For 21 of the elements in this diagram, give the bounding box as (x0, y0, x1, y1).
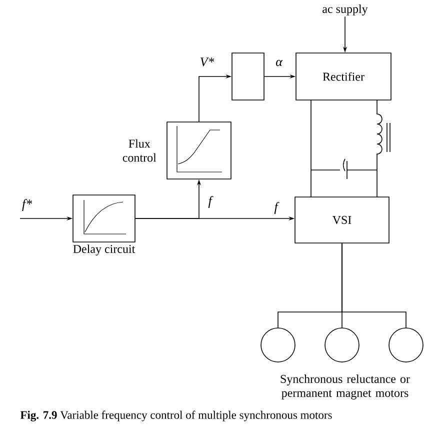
motor-circle (324, 328, 360, 362)
motor-circle (260, 328, 296, 362)
rectifier-box: Rectifier (296, 52, 392, 100)
node-label: Flux control (122, 139, 156, 162)
edge-label: f (274, 202, 280, 214)
controller-box (232, 52, 264, 100)
edge-label: f* (22, 199, 32, 211)
edge-label: V* (200, 58, 214, 66)
edge-label: α (276, 60, 283, 66)
delay-box: Delay circuit (72, 194, 136, 256)
connector-line (310, 100, 312, 198)
figure-caption: Fig. 7.9 Variable frequency control of multiple synchronous motors (20, 410, 332, 422)
motor-circle (388, 328, 424, 362)
inverter-box: VSI (294, 196, 390, 244)
motor-label: Synchronous reluctance or permanent magnet motors (280, 374, 410, 400)
connector-line (376, 100, 382, 198)
connector-line (342, 243, 406, 328)
edge-label: f (208, 196, 214, 208)
supply-label: ac supply (322, 4, 368, 16)
node-label: Delay circuit (73, 244, 136, 256)
flux-control-box: Flux control (122, 122, 232, 180)
